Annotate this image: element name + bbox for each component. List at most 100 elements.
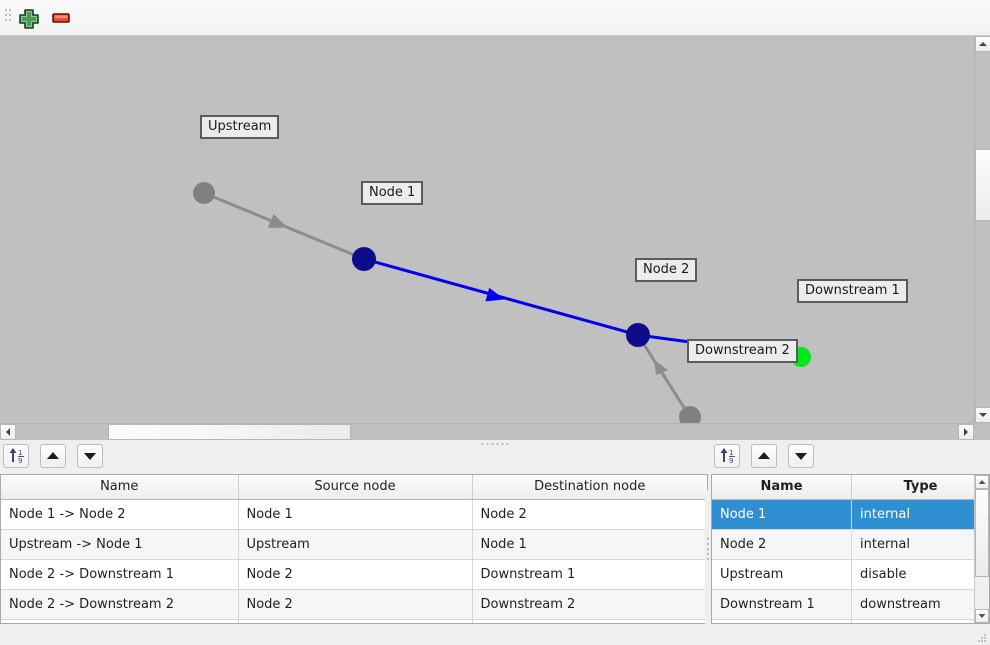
node-type-cell: disable xyxy=(851,559,989,590)
main-toolbar xyxy=(0,0,990,36)
edges-panel: 1 9 Name xyxy=(0,444,708,624)
nodes-move-up-button[interactable] xyxy=(751,444,778,468)
chevron-up-icon xyxy=(979,42,987,46)
edge-upstream-node1 xyxy=(203,191,365,261)
svg-text:1: 1 xyxy=(729,449,733,457)
horizontal-scroll-thumb[interactable] xyxy=(108,424,351,440)
svg-text:9: 9 xyxy=(18,457,22,465)
graph-nodes xyxy=(193,182,811,423)
edges-move-up-button[interactable] xyxy=(40,444,67,468)
edges-table-header-row: Name Source node Destination node xyxy=(1,475,707,500)
table-row[interactable]: Upstream disable xyxy=(712,559,989,590)
edges-column-header-source[interactable]: Source node xyxy=(238,475,473,500)
nodes-scroll-thumb[interactable] xyxy=(975,489,989,577)
nodes-table: Name Type Node 1 internal Node 2 interna… xyxy=(712,475,989,623)
svg-text:9: 9 xyxy=(729,457,733,465)
nodes-column-header-name[interactable]: Name xyxy=(712,475,853,500)
chevron-left-icon xyxy=(6,428,10,436)
nodes-column-header-type[interactable]: Type xyxy=(851,475,989,500)
table-row[interactable]: Upstream -> Node 1 Upstream Node 1 xyxy=(1,529,707,560)
nodes-move-down-button[interactable] xyxy=(788,444,815,468)
scroll-right-button[interactable] xyxy=(958,424,974,440)
remove-node-button[interactable] xyxy=(48,6,74,30)
vertical-scroll-thumb[interactable] xyxy=(975,149,990,221)
graph-drawing xyxy=(193,182,811,423)
chevron-up-icon xyxy=(978,480,986,484)
edge-source-cell: Node 2 xyxy=(238,559,473,590)
graph-label-downstream2[interactable]: Downstream 2 xyxy=(687,339,798,363)
nodes-sort-button[interactable]: 1 9 xyxy=(714,444,740,468)
vertical-splitter[interactable] xyxy=(705,490,711,624)
table-row[interactable]: Downstream 1 downstream xyxy=(712,589,989,620)
empty-cell xyxy=(1,619,239,623)
edges-sort-button[interactable]: 1 9 xyxy=(3,444,29,468)
graph-node-downstream2 xyxy=(679,406,701,423)
scroll-left-button[interactable] xyxy=(0,424,16,440)
horizontal-splitter[interactable] xyxy=(0,440,990,448)
minus-icon xyxy=(52,13,70,23)
chevron-right-icon xyxy=(964,428,968,436)
nodes-table-scrollbar[interactable] xyxy=(974,475,989,623)
splitter-grip-dots xyxy=(707,538,709,560)
chevron-down-icon xyxy=(978,614,986,618)
edges-move-down-button[interactable] xyxy=(77,444,104,468)
table-row[interactable]: Node 1 internal xyxy=(712,499,989,530)
empty-cell xyxy=(712,619,853,623)
edges-column-header-destination[interactable]: Destination node xyxy=(472,475,707,500)
edge-node1-node2 xyxy=(363,257,639,337)
empty-cell xyxy=(472,619,707,623)
table-row-empty[interactable] xyxy=(712,619,989,623)
arrow-up-icon xyxy=(758,452,771,459)
node-name-cell: Upstream xyxy=(712,559,853,590)
graph-canvas[interactable]: Upstream Node 1 Node 2 Downstream 1 Down… xyxy=(0,36,974,423)
edges-column-header-name[interactable]: Name xyxy=(1,475,239,500)
edge-node2-downstream2 xyxy=(636,334,692,418)
edge-name-cell: Upstream -> Node 1 xyxy=(1,529,239,560)
scroll-up-button[interactable] xyxy=(975,36,990,52)
scroll-down-button[interactable] xyxy=(975,609,989,623)
graph-view[interactable]: Upstream Node 1 Node 2 Downstream 1 Down… xyxy=(0,36,990,440)
table-row[interactable]: Node 1 -> Node 2 Node 1 Node 2 xyxy=(1,499,707,530)
edge-name-cell: Node 2 -> Downstream 2 xyxy=(1,589,239,620)
table-row[interactable]: Node 2 -> Downstream 2 Node 2 Downstream… xyxy=(1,589,707,620)
nodes-table-container[interactable]: Name Type Node 1 internal Node 2 interna… xyxy=(711,474,990,624)
graph-label-node2[interactable]: Node 2 xyxy=(635,258,698,282)
graph-edges xyxy=(203,191,802,418)
scroll-up-button[interactable] xyxy=(975,475,989,489)
node-name-cell: Node 1 xyxy=(712,499,853,530)
edge-source-cell: Node 2 xyxy=(238,589,473,620)
node-name-cell: Node 2 xyxy=(712,529,853,560)
edges-table: Name Source node Destination node Node 1… xyxy=(1,475,707,623)
scroll-down-button[interactable] xyxy=(975,407,990,423)
edge-destination-cell: Node 2 xyxy=(472,499,707,530)
edge-destination-cell: Node 1 xyxy=(472,529,707,560)
resize-grip[interactable] xyxy=(977,633,987,643)
table-row[interactable]: Node 2 internal xyxy=(712,529,989,560)
nodes-table-header-row: Name Type xyxy=(712,475,989,500)
toolbar-grip[interactable] xyxy=(5,9,11,27)
graph-node-upstream xyxy=(193,182,215,204)
nodes-toolbar: 1 9 xyxy=(714,444,820,470)
arrow-down-icon xyxy=(84,453,97,460)
nodes-panel: 1 9 Name xyxy=(711,444,990,624)
graph-label-upstream[interactable]: Upstream xyxy=(200,115,280,139)
graph-horizontal-scrollbar[interactable] xyxy=(0,423,974,440)
edges-table-container[interactable]: Name Source node Destination node Node 1… xyxy=(0,474,708,624)
empty-cell xyxy=(851,619,989,623)
chevron-down-icon xyxy=(979,413,987,417)
edge-destination-cell: Downstream 2 xyxy=(472,589,707,620)
table-row[interactable]: Node 2 -> Downstream 1 Node 2 Downstream… xyxy=(1,559,707,590)
graph-vertical-scrollbar[interactable] xyxy=(974,36,990,423)
arrow-up-icon xyxy=(47,452,60,459)
add-node-button[interactable] xyxy=(16,6,42,30)
node-type-cell: internal xyxy=(851,499,989,530)
node-name-cell: Downstream 1 xyxy=(712,589,853,620)
edge-source-cell: Node 1 xyxy=(238,499,473,530)
edge-name-cell: Node 2 -> Downstream 1 xyxy=(1,559,239,590)
arrow-down-icon xyxy=(795,453,808,460)
edges-toolbar: 1 9 xyxy=(3,444,109,470)
graph-label-node1[interactable]: Node 1 xyxy=(361,181,424,205)
sort-ascending-icon: 1 9 xyxy=(720,448,735,465)
graph-label-downstream1[interactable]: Downstream 1 xyxy=(797,279,908,303)
table-row-empty[interactable] xyxy=(1,619,707,623)
